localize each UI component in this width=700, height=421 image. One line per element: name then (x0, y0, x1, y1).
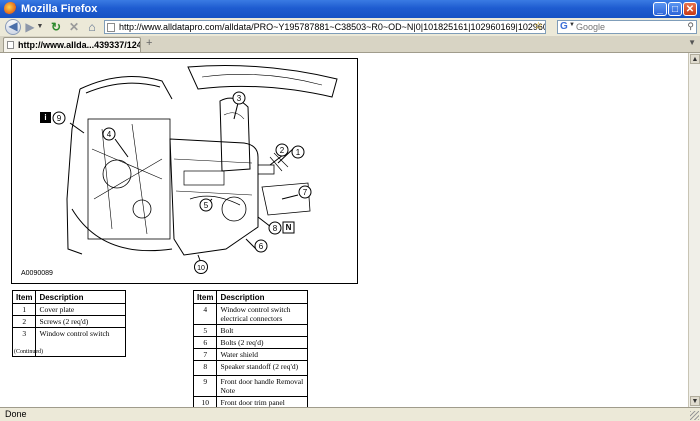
row-item: 4 (192, 303, 218, 325)
row-item: 10 (192, 396, 218, 407)
page-icon (7, 41, 14, 49)
search-magnifier-icon[interactable]: ⚲ (687, 21, 694, 31)
callout-4: 4 (107, 130, 112, 139)
home-icon[interactable]: ⌂ (88, 20, 96, 34)
figure-code: A0090089 (21, 270, 53, 277)
description-table-right: Item Description 4 Window control switch… (192, 290, 308, 407)
search-bar[interactable]: G ▼ ⚲ (557, 20, 697, 34)
row-description: Window control switch (35, 327, 126, 357)
maximize-button[interactable]: □ (668, 2, 682, 16)
table-row: 5 Bolt (192, 324, 308, 337)
row-description: Front door trim panel (216, 396, 308, 407)
row-description: Cover plate (35, 303, 126, 316)
row-description: Window control switch electrical connect… (216, 303, 308, 325)
reload-icon[interactable]: ↻ (50, 20, 62, 34)
header-item: Item (11, 290, 37, 304)
row-description: Speaker standoff (2 req'd) (216, 360, 308, 376)
header-description: Description (35, 290, 126, 304)
page-content: 3 4 9 i 5 6 2 1 7 8 N (0, 53, 688, 407)
row-item: 3 (11, 327, 37, 357)
row-item: 7 (192, 348, 218, 361)
vertical-scrollbar[interactable]: ▲ ▼ (688, 53, 700, 407)
window-titlebar: Mozilla Firefox _ □ ✕ (0, 0, 700, 18)
scroll-up-icon[interactable]: ▲ (690, 54, 700, 64)
tab-strip: http://www.allda...439337/124204533 + ▼ (0, 36, 700, 53)
door-illustration: 3 4 9 i 5 6 2 1 7 8 N (21, 65, 338, 277)
resize-grip-icon[interactable] (690, 411, 699, 420)
header-description: Description (216, 290, 308, 304)
row-item: 1 (11, 303, 37, 316)
door-diagram: 3 4 9 i 5 6 2 1 7 8 N (11, 58, 358, 284)
table-row: 8 Speaker standoff (2 req'd) (192, 360, 308, 376)
row-description: Bolt (216, 324, 308, 337)
scroll-down-icon[interactable]: ▼ (690, 396, 700, 406)
google-engine-icon[interactable]: G (560, 21, 568, 32)
row-description: Bolts (2 req'd) (216, 336, 308, 349)
navigation-toolbar: ◀ ▶ ▼ ↻ ✕ ⌂ http://www.alldatapro.com/al… (0, 18, 700, 37)
continued-note: (Continued) (14, 349, 43, 355)
callout-2: 2 (280, 146, 285, 155)
tab-label: http://www.allda...439337/124204533 (18, 40, 140, 50)
arrow-right-icon[interactable]: ▶ (25, 20, 35, 34)
callout-3: 3 (237, 94, 242, 103)
tab-active[interactable]: http://www.allda...439337/124204533 (3, 37, 141, 52)
callout-1: 1 (296, 148, 301, 157)
row-description: Screws (2 req'd) (35, 315, 126, 328)
table-row: 2 Screws (2 req'd) (11, 315, 126, 328)
history-dropdown-icon[interactable]: ▼ (36, 23, 44, 30)
table-row: 10 Front door trim panel (192, 396, 308, 407)
table-row: 3 Window control switch (11, 327, 126, 357)
url-bar[interactable]: http://www.alldatapro.com/alldata/PRO~Y1… (104, 20, 546, 34)
window-title: Mozilla Firefox (21, 3, 98, 15)
table-row: 1 Cover plate (11, 303, 126, 316)
table-row: 4 Window control switch electrical conne… (192, 303, 308, 325)
status-text: Done (5, 409, 27, 419)
row-item: 9 (192, 375, 218, 397)
row-description: Water shield (216, 348, 308, 361)
new-tab-button[interactable]: + (146, 37, 153, 49)
close-window-button[interactable]: ✕ (683, 2, 697, 16)
row-item: 5 (192, 324, 218, 337)
bookmark-star-icon[interactable]: ☆ (534, 21, 543, 32)
table-row: 7 Water shield (192, 348, 308, 361)
info-badge: i (44, 113, 46, 122)
callout-6: 6 (259, 242, 264, 251)
search-input[interactable] (576, 21, 681, 33)
url-text[interactable]: http://www.alldatapro.com/alldata/PRO~Y1… (119, 22, 546, 32)
header-item: Item (192, 290, 218, 304)
row-item: 6 (192, 336, 218, 349)
callout-5: 5 (204, 201, 209, 210)
callout-10: 10 (197, 265, 205, 272)
row-item: 2 (11, 315, 37, 328)
callout-8: 8 (273, 224, 278, 233)
page-icon (107, 23, 115, 32)
row-item: 8 (192, 360, 218, 376)
table-row: 6 Bolts (2 req'd) (192, 336, 308, 349)
n-badge: N (286, 223, 292, 232)
status-bar: Done (0, 407, 700, 421)
row-description: Front door handle Removal Note (216, 375, 308, 397)
minimize-button[interactable]: _ (653, 2, 667, 16)
callout-9: 9 (57, 114, 62, 123)
engine-dropdown-icon[interactable]: ▼ (569, 22, 575, 28)
callout-7: 7 (303, 188, 308, 197)
description-table-left: Item Description 1 Cover plate 2 Screws … (11, 290, 126, 357)
arrow-left-icon[interactable]: ◀ (5, 19, 21, 35)
firefox-logo-icon (4, 2, 17, 15)
stop-icon[interactable]: ✕ (68, 20, 80, 34)
tab-list-dropdown-icon[interactable]: ▼ (688, 38, 696, 47)
table-row: 9 Front door handle Removal Note (192, 375, 308, 397)
